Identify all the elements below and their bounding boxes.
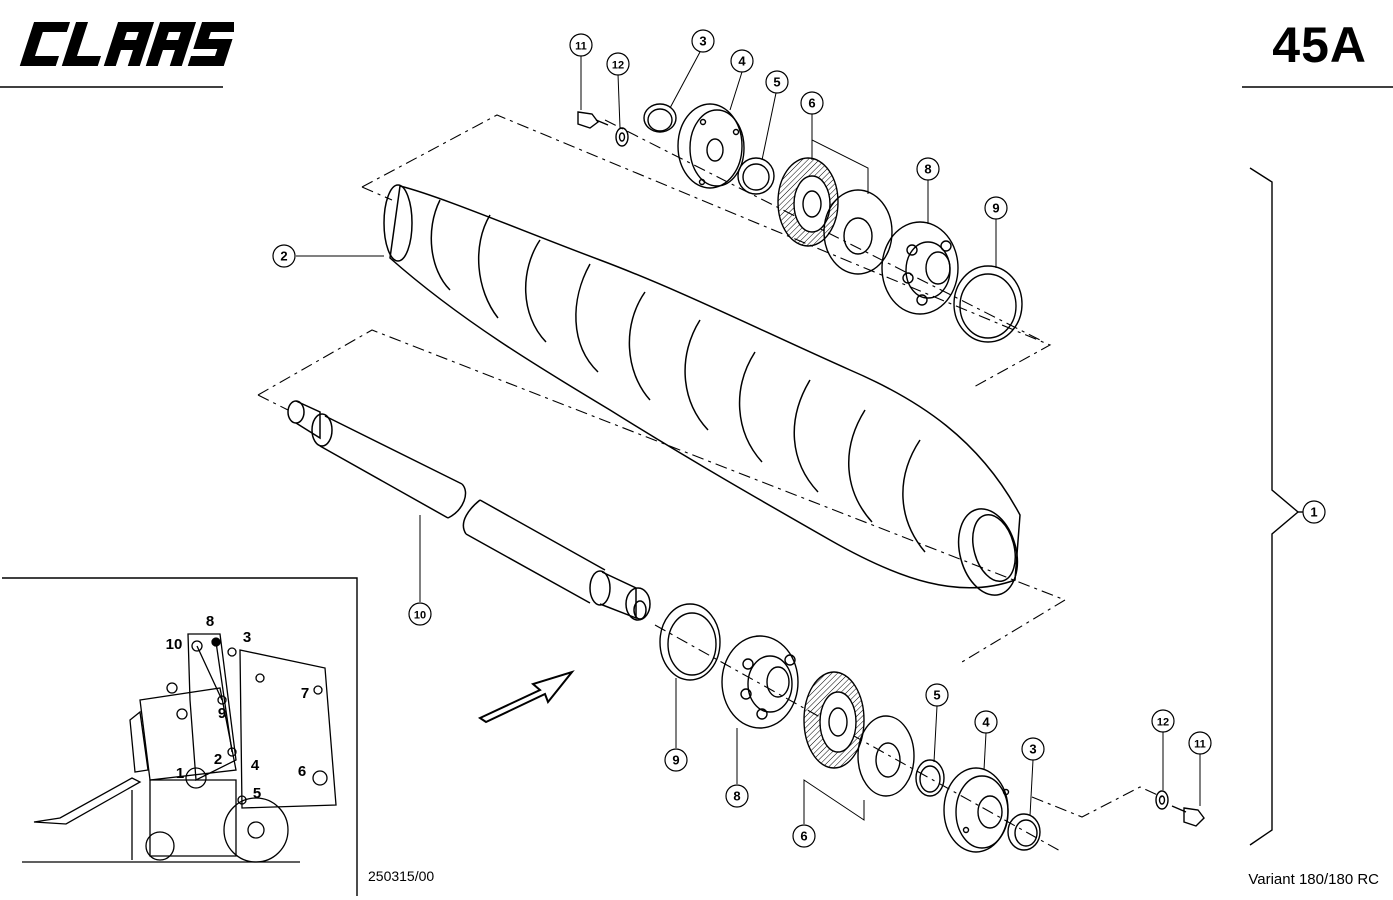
page-number: 45A bbox=[1272, 17, 1367, 73]
callout-label: 2 bbox=[280, 249, 287, 264]
inset-label-4: 4 bbox=[251, 757, 260, 774]
top-spacer-6 bbox=[823, 189, 893, 275]
callout-label: 10 bbox=[414, 610, 426, 622]
dash-outline-roller bbox=[361, 114, 1052, 389]
callout-label: 6 bbox=[808, 96, 815, 111]
callout-label: 9 bbox=[992, 201, 999, 216]
bottom-bearing-8 bbox=[721, 635, 799, 729]
dash-outline-shaft bbox=[257, 329, 1067, 663]
callout-11: 11 bbox=[1188, 731, 1212, 755]
top-washer bbox=[615, 127, 629, 147]
callout-label: 3 bbox=[699, 34, 706, 49]
inset-label-7: 7 bbox=[301, 685, 309, 702]
callout-10: 10 bbox=[408, 602, 432, 626]
callout-label: 12 bbox=[612, 60, 624, 72]
callout-label: 11 bbox=[1194, 739, 1206, 751]
callout-3: 3 bbox=[1021, 737, 1045, 761]
bottom-bolt bbox=[1171, 805, 1205, 827]
callout-label: 4 bbox=[738, 54, 746, 69]
callout-11: 11 bbox=[569, 33, 593, 57]
callout-label: 8 bbox=[924, 162, 931, 177]
inset-label-5: 5 bbox=[253, 785, 261, 802]
bottom-flange-4 bbox=[943, 767, 1010, 853]
callout-5: 5 bbox=[765, 70, 789, 94]
shaft bbox=[287, 400, 651, 621]
model-variant: Variant 180/180 RC bbox=[1248, 871, 1379, 888]
top-bolt bbox=[577, 111, 609, 129]
callout-1: 1 bbox=[1302, 500, 1326, 524]
inset-frame bbox=[2, 577, 358, 896]
inset-label-8: 8 bbox=[206, 613, 214, 630]
bottom-snap-ring-9 bbox=[659, 603, 721, 681]
roller-tube bbox=[383, 184, 1021, 596]
inset-label-3: 3 bbox=[243, 629, 251, 646]
callout-4: 4 bbox=[730, 49, 754, 73]
callout-3: 3 bbox=[691, 29, 715, 53]
top-flange bbox=[677, 103, 745, 189]
assembly-bracket bbox=[1249, 167, 1300, 846]
callout-2: 2 bbox=[272, 244, 296, 268]
callout-label: 5 bbox=[933, 688, 940, 703]
inset-label-10: 10 bbox=[166, 636, 183, 653]
callout-12: 12 bbox=[1151, 709, 1175, 733]
top-seal-6 bbox=[777, 157, 839, 247]
top-circlip bbox=[643, 103, 677, 133]
callout-label: 9 bbox=[672, 753, 679, 768]
callout-label: 4 bbox=[982, 715, 990, 730]
inset-label-1: 1 bbox=[176, 765, 184, 782]
callout-label: 1 bbox=[1310, 505, 1317, 520]
inset-baler-sketch bbox=[22, 633, 337, 863]
top-bearing-8 bbox=[881, 221, 959, 315]
callout-label: 8 bbox=[733, 789, 740, 804]
callout-12: 12 bbox=[606, 52, 630, 76]
inset-label-6: 6 bbox=[298, 763, 306, 780]
callout-4: 4 bbox=[974, 710, 998, 734]
callout-6: 6 bbox=[792, 824, 816, 848]
drawing-code: 250315/00 bbox=[368, 868, 435, 884]
bottom-spacer-6 bbox=[857, 715, 915, 797]
callout-9: 9 bbox=[664, 748, 688, 772]
top-ring-5 bbox=[737, 157, 775, 195]
bottom-seal-6 bbox=[803, 671, 865, 769]
bottom-circlip-3 bbox=[1007, 813, 1041, 851]
callout-9: 9 bbox=[984, 196, 1008, 220]
direction-arrow bbox=[477, 670, 575, 724]
callout-label: 3 bbox=[1029, 742, 1036, 757]
callout-label: 5 bbox=[773, 75, 780, 90]
callout-6: 6 bbox=[800, 91, 824, 115]
bottom-ring-5 bbox=[915, 759, 945, 797]
inset-label-9: 9 bbox=[218, 705, 226, 722]
callout-8: 8 bbox=[916, 157, 940, 181]
callout-5: 5 bbox=[925, 683, 949, 707]
callout-label: 11 bbox=[575, 41, 587, 53]
callout-8: 8 bbox=[725, 784, 749, 808]
callout-label: 12 bbox=[1157, 717, 1169, 729]
inset-label-2: 2 bbox=[214, 751, 222, 768]
callout-label: 6 bbox=[800, 829, 807, 844]
top-snap-ring-9 bbox=[953, 265, 1023, 343]
claas-logo bbox=[19, 22, 234, 66]
bottom-washer bbox=[1155, 790, 1169, 810]
